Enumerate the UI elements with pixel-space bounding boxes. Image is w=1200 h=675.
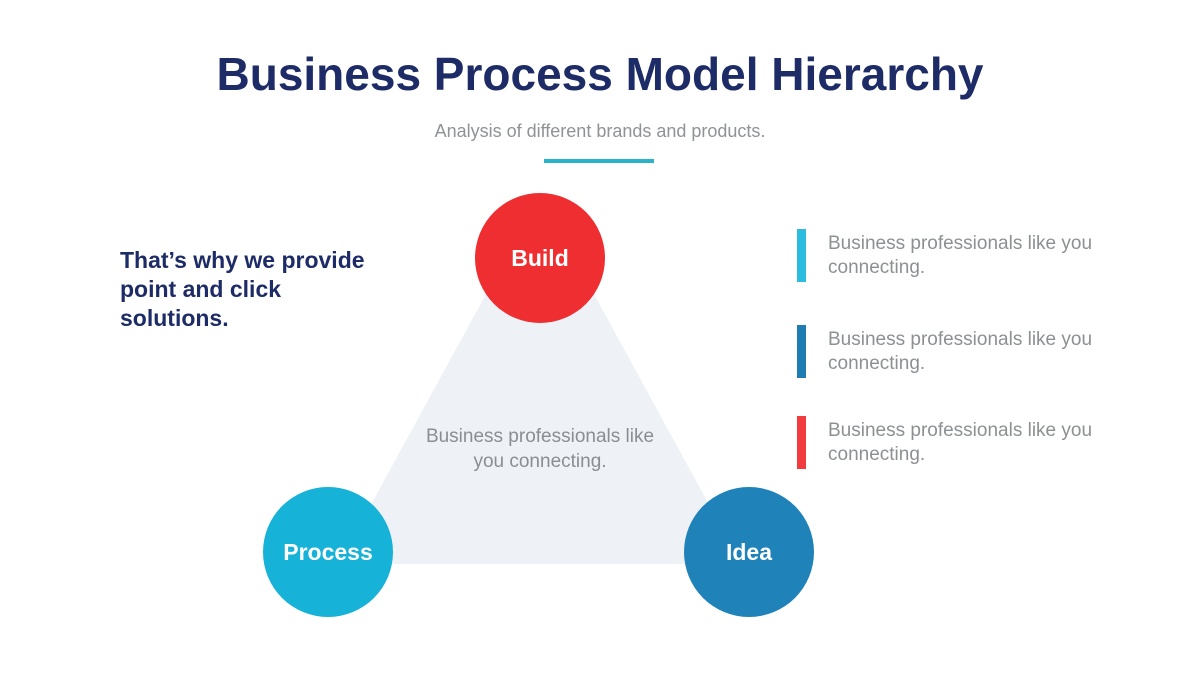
page-title: Business Process Model Hierarchy <box>216 48 984 100</box>
node-process-label: Process <box>283 538 373 565</box>
legend-item-text: Business professionals like you connecti… <box>828 328 1093 374</box>
legend-color-bar <box>797 416 806 469</box>
triangle-center-text: Business professionals like you connecti… <box>425 426 655 472</box>
legend-item: Business professionals like you connecti… <box>797 325 1108 378</box>
legend-item: Business professionals like you connecti… <box>797 229 1108 282</box>
title-divider <box>544 159 654 163</box>
legend-item: Business professionals like you connecti… <box>797 416 1108 469</box>
legend-color-bar <box>797 229 806 282</box>
legend-item-text: Business professionals like you connecti… <box>828 419 1093 465</box>
legend-item-text: Business professionals like you connecti… <box>828 232 1093 278</box>
legend-color-bar <box>797 325 806 378</box>
left-note: That’s why we provide point and click so… <box>120 247 365 331</box>
page-subtitle: Analysis of different brands and product… <box>434 121 766 141</box>
triangle-shape <box>344 204 736 564</box>
node-idea-label: Idea <box>725 538 773 565</box>
node-idea: Idea <box>684 487 814 617</box>
node-build-label: Build <box>511 244 569 271</box>
node-process: Process <box>263 487 393 617</box>
node-build: Build <box>475 193 605 323</box>
